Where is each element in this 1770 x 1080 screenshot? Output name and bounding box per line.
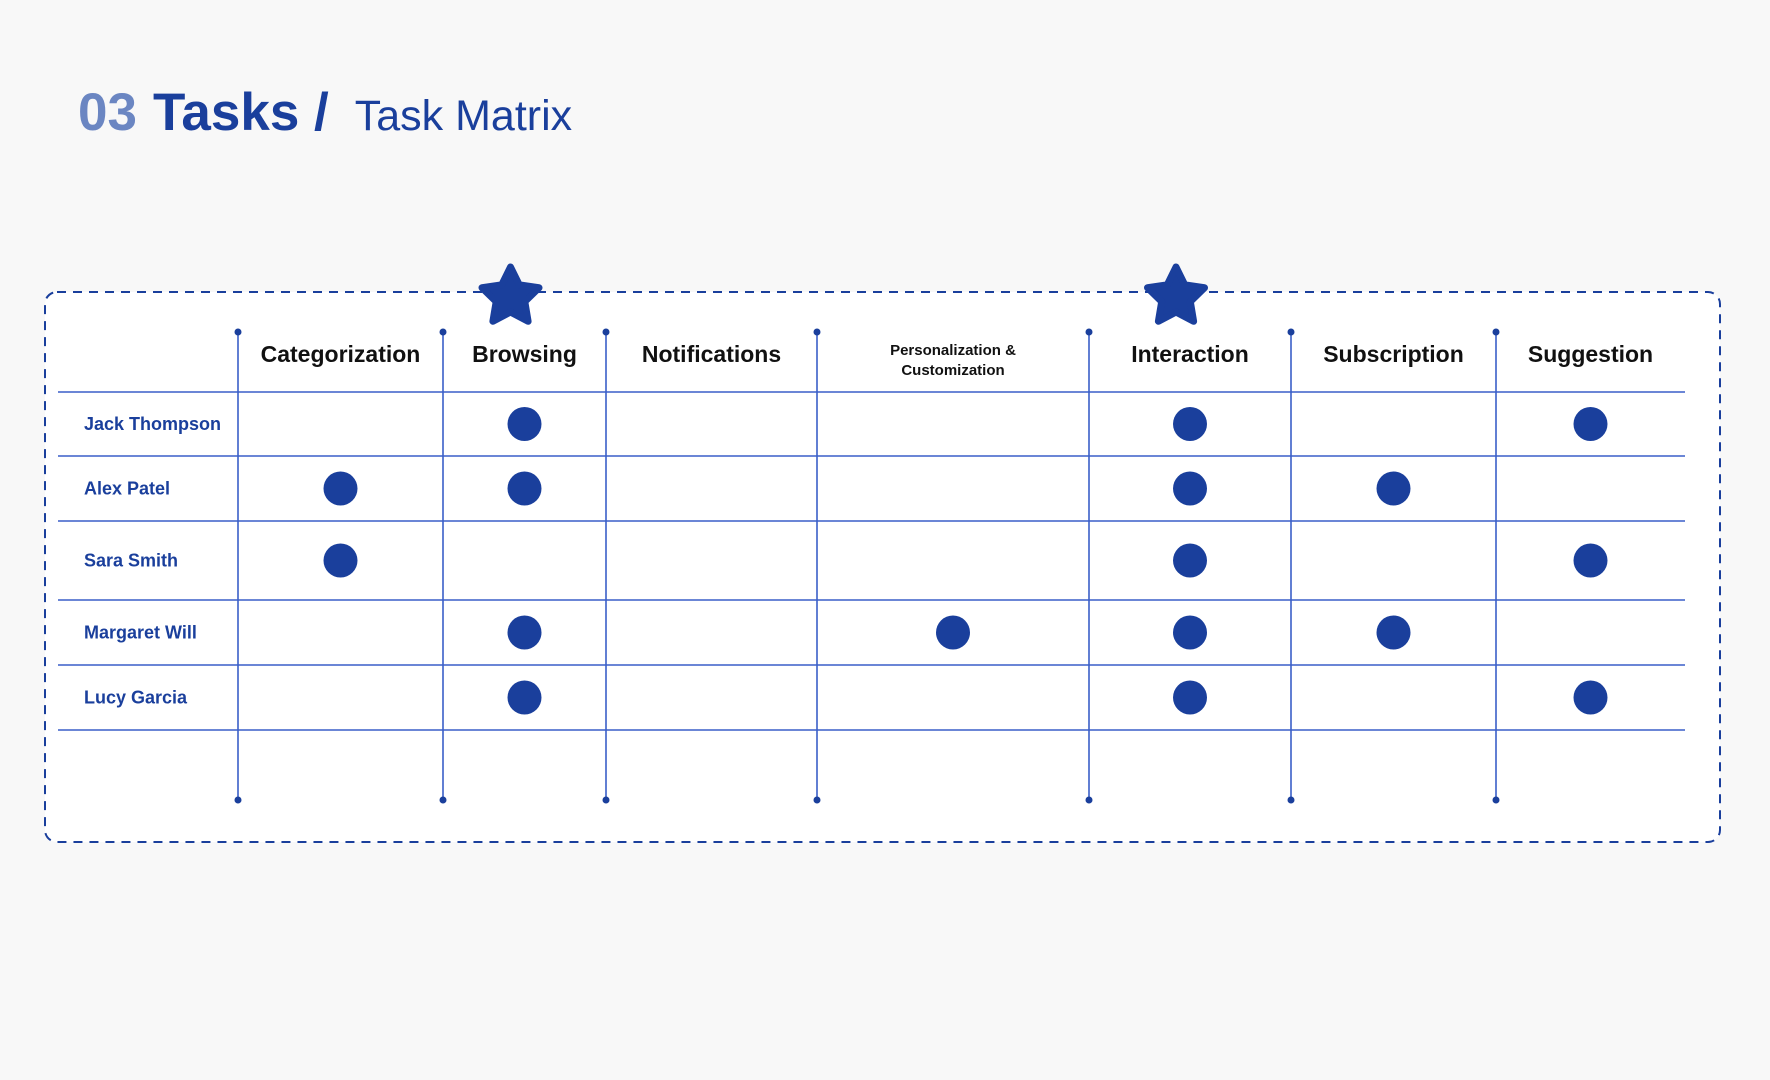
divider-end-dot	[1287, 796, 1295, 804]
task-dot	[1573, 543, 1608, 578]
divider-end-dot	[602, 328, 610, 336]
row-label: Alex Patel	[84, 479, 170, 499]
task-dot	[323, 543, 358, 578]
divider-end-dot	[1085, 328, 1093, 336]
task-dot	[1173, 680, 1207, 715]
divider-end-dot	[1287, 328, 1295, 336]
section-title: Tasks /	[152, 83, 329, 142]
row-label: Sara Smith	[84, 551, 178, 571]
divider-end-dot	[439, 796, 447, 804]
column-header: Suggestion	[1528, 341, 1653, 367]
row-label: Margaret Will	[84, 623, 197, 643]
task-dot	[507, 615, 542, 650]
task-dot	[1573, 407, 1608, 441]
divider-end-dot	[813, 328, 821, 336]
column-header: Notifications	[642, 341, 781, 367]
divider-end-dot	[1085, 796, 1093, 804]
divider-end-dot	[1492, 328, 1500, 336]
divider-end-dot	[234, 796, 242, 804]
task-dot	[936, 615, 970, 650]
matrix-frame	[44, 291, 1721, 843]
column-header: Browsing	[472, 341, 577, 367]
column-header: Subscription	[1323, 341, 1464, 367]
task-dot	[1173, 615, 1207, 650]
task-dot	[1376, 471, 1411, 506]
task-dot	[507, 407, 542, 441]
task-dot	[1376, 615, 1411, 650]
task-dot	[323, 471, 358, 506]
star-icon	[478, 263, 543, 325]
star-icon	[1144, 263, 1208, 325]
section-subtitle: Task Matrix	[354, 92, 573, 140]
column-header: Categorization	[261, 341, 421, 367]
section-number: 03	[78, 83, 137, 142]
divider-end-dot	[439, 328, 447, 336]
task-dot	[507, 680, 542, 715]
column-header: Interaction	[1131, 341, 1249, 367]
divider-end-dot	[602, 796, 610, 804]
divider-end-dot	[234, 328, 242, 336]
page-title: 03 Tasks / Task Matrix	[78, 82, 572, 143]
task-dot	[1173, 407, 1207, 441]
task-dot	[1573, 680, 1608, 715]
task-dot	[1173, 543, 1207, 578]
divider-end-dot	[1492, 796, 1500, 804]
divider-end-dot	[813, 796, 821, 804]
task-dot	[1173, 471, 1207, 506]
row-label: Lucy Garcia	[84, 688, 188, 708]
row-label: Jack Thompson	[84, 414, 221, 434]
column-header: Personalization &Customization	[890, 342, 1016, 379]
task-dot	[507, 471, 542, 506]
